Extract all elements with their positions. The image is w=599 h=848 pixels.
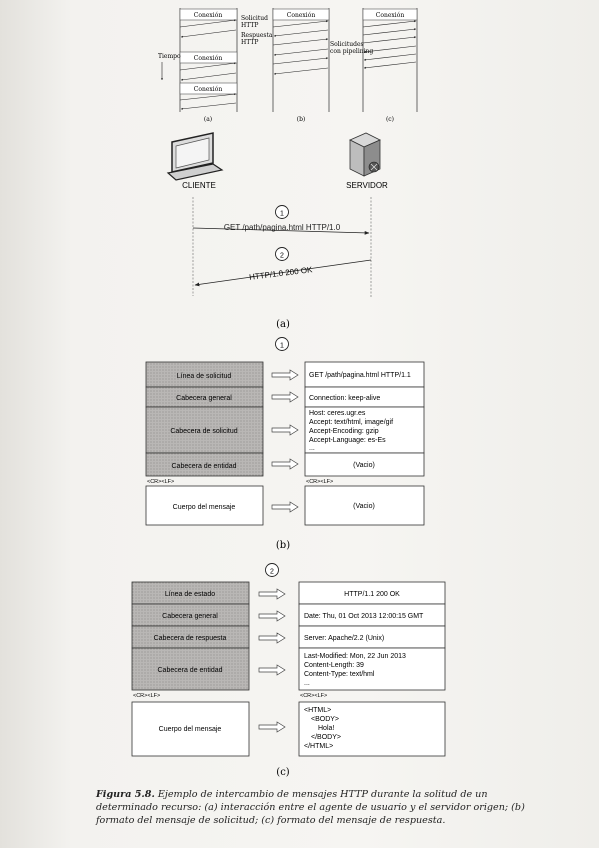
top-diagram-a: Conexión Conexión Conexión Solicitud HTT… — [158, 8, 273, 123]
top-label-b: (b) — [297, 116, 306, 123]
top-label-a: (a) — [204, 116, 212, 123]
part-a-label: (a) — [276, 319, 290, 330]
last-modified-value: Last-Modified: Mon, 22 Jun 2013 — [304, 653, 406, 660]
crlf-right: <CR><LF> — [306, 479, 333, 485]
response-arrow — [194, 259, 372, 287]
conexion-label: Conexión — [194, 86, 223, 93]
request-line-label: GET /path/pagina.html HTTP/1.0 — [224, 223, 341, 232]
server-value: Server: Apache/2.2 (Unix) — [304, 635, 384, 642]
accept-language-value: Accept-Language: es-Es — [309, 437, 386, 444]
pipelining-label-1: Solicitudes — [330, 41, 364, 48]
body-right-value: (Vacio) — [353, 503, 375, 510]
crlf-left: <CR><LF> — [147, 479, 174, 485]
crlf-left: <CR><LF> — [133, 693, 160, 699]
response-header-label: Cabecera de respuesta — [154, 635, 227, 642]
response-line-label: HTTP/1.0 200 OK — [249, 265, 314, 282]
request-arrow — [192, 227, 370, 235]
request-right-column: GET /path/pagina.html HTTP/1.1 Connectio… — [304, 361, 425, 477]
respuesta-http-label-2: HTTP — [241, 39, 258, 46]
figure-number: Figura 5.8. — [96, 789, 155, 800]
conexion-label: Conexión — [194, 55, 223, 62]
body-left-label: Cuerpo del mensaje — [173, 504, 236, 511]
request-line-value: GET /path/pagina.html HTTP/1.1 — [309, 372, 411, 379]
body-close: </BODY> — [311, 734, 341, 741]
cliente-label: CLIENTE — [182, 181, 216, 190]
solicitud-http-label-2: HTTP — [241, 22, 258, 29]
conexion-label: Conexión — [194, 12, 223, 19]
hola-text: Hola! — [318, 725, 334, 732]
general-header-label: Cabecera general — [162, 613, 218, 620]
connection-value: Connection: keep-alive — [309, 395, 380, 402]
response-left-column: Línea de estado Cabecera general Cabecer… — [131, 581, 250, 691]
body-left-label: Cuerpo del mensaje — [159, 726, 222, 733]
body-left-box — [131, 701, 250, 757]
request-line-header: Línea de solicitud — [177, 373, 232, 380]
status-line-header: Línea de estado — [165, 591, 215, 598]
content-type-value: Content-Type: text/hml — [304, 671, 375, 678]
laptop-icon — [166, 132, 224, 181]
body-left-box — [145, 485, 264, 526]
accept-encoding-value: Accept-Encoding: gzip — [309, 428, 379, 435]
request-header-label: Cabecera de solicitud — [170, 428, 237, 435]
conexion-label: Conexión — [287, 12, 316, 19]
step-1-number: 1 — [280, 211, 284, 218]
part-c-label: (c) — [276, 767, 290, 778]
body-right-box — [298, 701, 446, 757]
html-open: <HTML> — [304, 707, 331, 714]
html-close: </HTML> — [304, 743, 333, 750]
servidor-label: SERVIDOR — [346, 181, 388, 190]
request-ellipsis: ... — [309, 445, 315, 452]
entity-empty-value: (Vacio) — [353, 462, 375, 469]
figure-caption: Figura 5.8. Ejemplo de intercambio de me… — [96, 788, 536, 827]
server-icon — [349, 132, 381, 177]
crlf-right: <CR><LF> — [300, 693, 327, 699]
request-arrows — [271, 369, 299, 513]
part-b-step-circle — [275, 337, 289, 351]
pipelining-label-2: con pipelining — [330, 48, 373, 55]
tiempo-label: Tiempo — [158, 53, 181, 60]
host-value: Host: ceres.ugr.es — [309, 410, 366, 417]
request-left-column: Línea de solicitud Cabecera general Cabe… — [145, 361, 264, 477]
entity-header-label: Cabecera de entidad — [158, 667, 223, 674]
response-arrows — [258, 588, 286, 733]
general-header-label: Cabecera general — [176, 395, 232, 402]
accept-value: Accept: text/html, image/gif — [309, 419, 393, 426]
top-label-c: (c) — [386, 116, 394, 123]
caption-text: Ejemplo de intercambio de mensajes HTTP … — [96, 789, 525, 826]
top-diagram-b: Conexión (b) — [272, 8, 330, 123]
solicitud-http-label-1: Solicitud — [241, 15, 268, 22]
body-right-box — [304, 485, 425, 526]
entity-header-label: Cabecera de entidad — [172, 463, 237, 470]
respuesta-http-label-1: Respuesta — [241, 32, 273, 39]
part-c-step-circle — [265, 563, 279, 577]
response-ellipsis: ... — [304, 680, 310, 687]
part-b-label: (b) — [276, 540, 290, 551]
content-length-value: Content-Length: 39 — [304, 662, 364, 669]
step-1-circle — [275, 205, 289, 219]
response-right-column: HTTP/1.1 200 OK Date: Thu, 01 Oct 2013 1… — [298, 581, 446, 691]
status-line-value: HTTP/1.1 200 OK — [344, 591, 400, 598]
step-2-number: 2 — [280, 253, 284, 260]
top-diagram-c: Conexión Solicitudes con pipelining (c) — [330, 8, 418, 123]
step-2-circle — [275, 247, 289, 261]
body-open: <BODY> — [311, 716, 339, 723]
part-b-step-number: 1 — [280, 343, 284, 350]
date-value: Date: Thu, 01 Oct 2013 12:00:15 GMT — [304, 613, 424, 620]
conexion-label: Conexión — [376, 12, 405, 19]
part-c-step-number: 2 — [270, 569, 274, 576]
